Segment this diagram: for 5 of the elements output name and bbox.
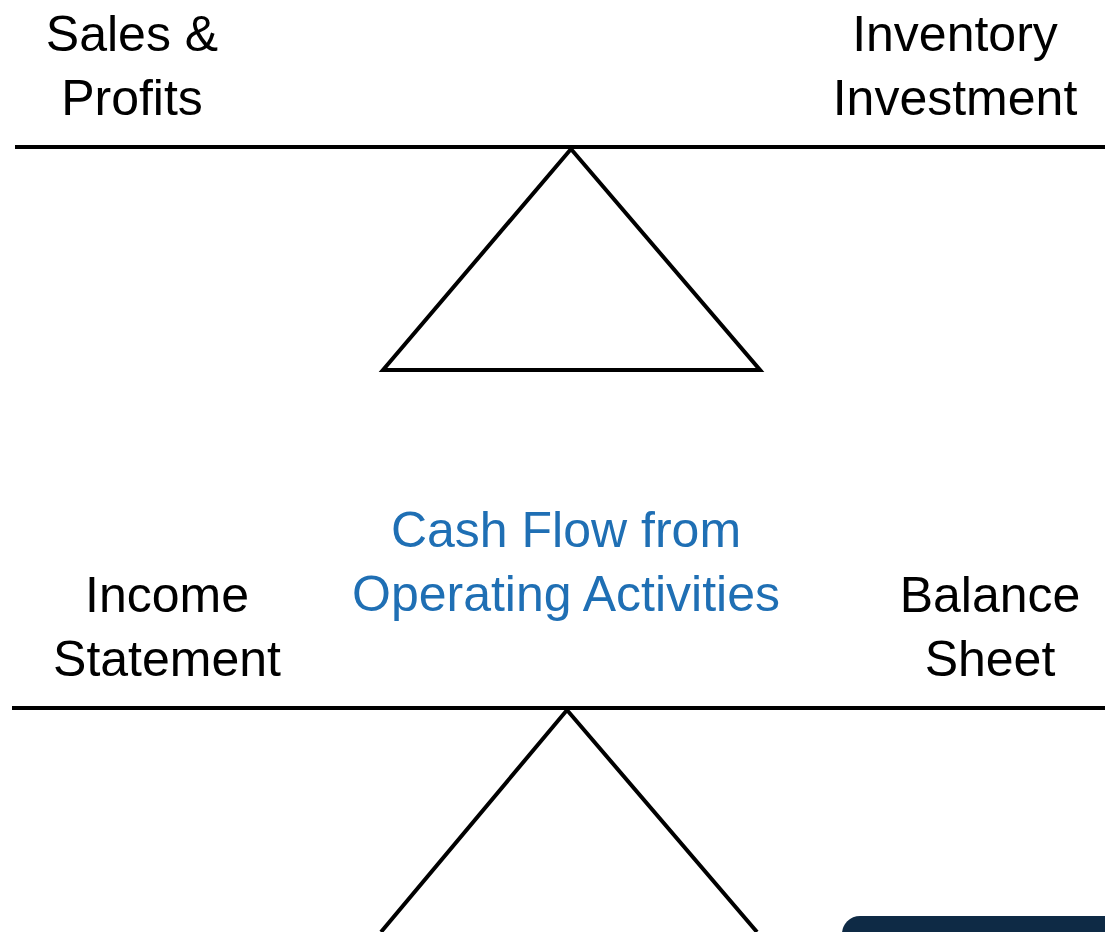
balance-label: Balance Sheet (898, 566, 1082, 689)
balance-label: Sales & Profits (44, 5, 220, 128)
balance-label: Income Statement (52, 566, 282, 689)
balance-label: Inventory Investment (831, 5, 1079, 128)
heading: Cash Flow from Operating Activities (351, 501, 781, 624)
